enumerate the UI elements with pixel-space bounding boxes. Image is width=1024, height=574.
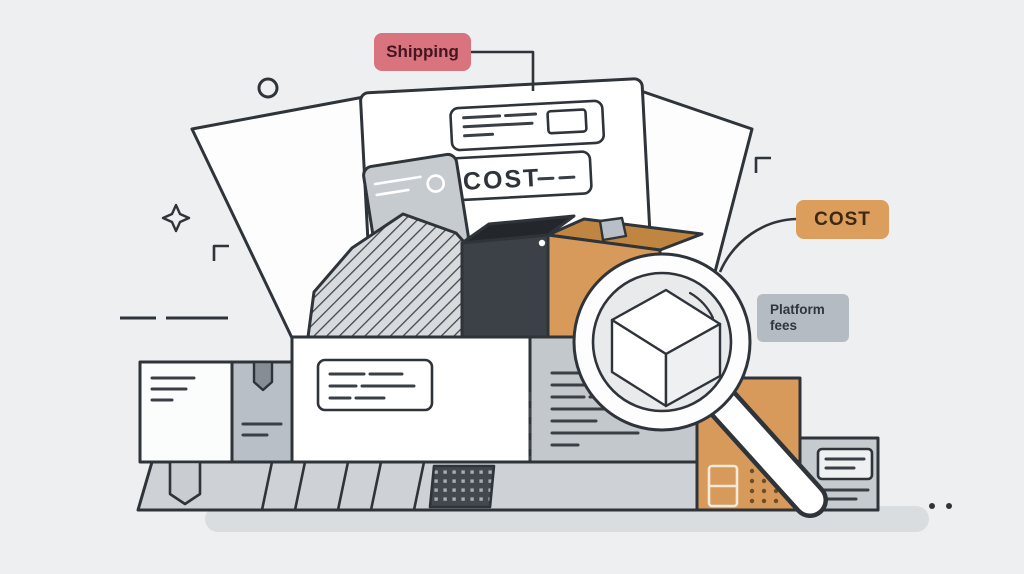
barcode-parcel-icon	[428, 464, 496, 509]
shipping-connector-line	[471, 50, 535, 91]
ground-shadow	[205, 506, 929, 532]
corner-bracket-left	[212, 244, 229, 261]
document-cost-label: COST	[462, 164, 541, 196]
shipping-tag: Shipping	[374, 33, 471, 71]
left-box-stack	[138, 360, 294, 464]
dot-accent	[929, 503, 935, 509]
magnifier-icon	[572, 252, 828, 518]
shipping-tag-label: Shipping	[386, 42, 459, 61]
circle-accent-icon	[257, 77, 279, 99]
cost-tag-label: COST	[814, 208, 871, 230]
tape-strip	[598, 216, 628, 242]
tape-tab	[252, 360, 274, 392]
cost-connector-line	[718, 217, 797, 273]
shipping-label-text-dashes	[328, 372, 416, 400]
platform-fees-line2: fees	[770, 318, 798, 333]
lens-glare	[688, 291, 715, 320]
reader-screen	[816, 447, 874, 481]
sparkle-icon	[161, 203, 191, 233]
decorations	[120, 77, 952, 509]
form-field-box	[449, 99, 606, 152]
stamp-box	[546, 108, 588, 135]
platform-fees-tag: Platform fees	[757, 294, 849, 342]
tape-arrow	[168, 460, 202, 506]
lens-content	[610, 288, 722, 408]
corner-bracket-right	[754, 156, 771, 173]
dot-accent	[946, 503, 952, 509]
platform-fees-line1: Platform	[770, 302, 825, 318]
cost-tag: COST	[796, 200, 889, 239]
